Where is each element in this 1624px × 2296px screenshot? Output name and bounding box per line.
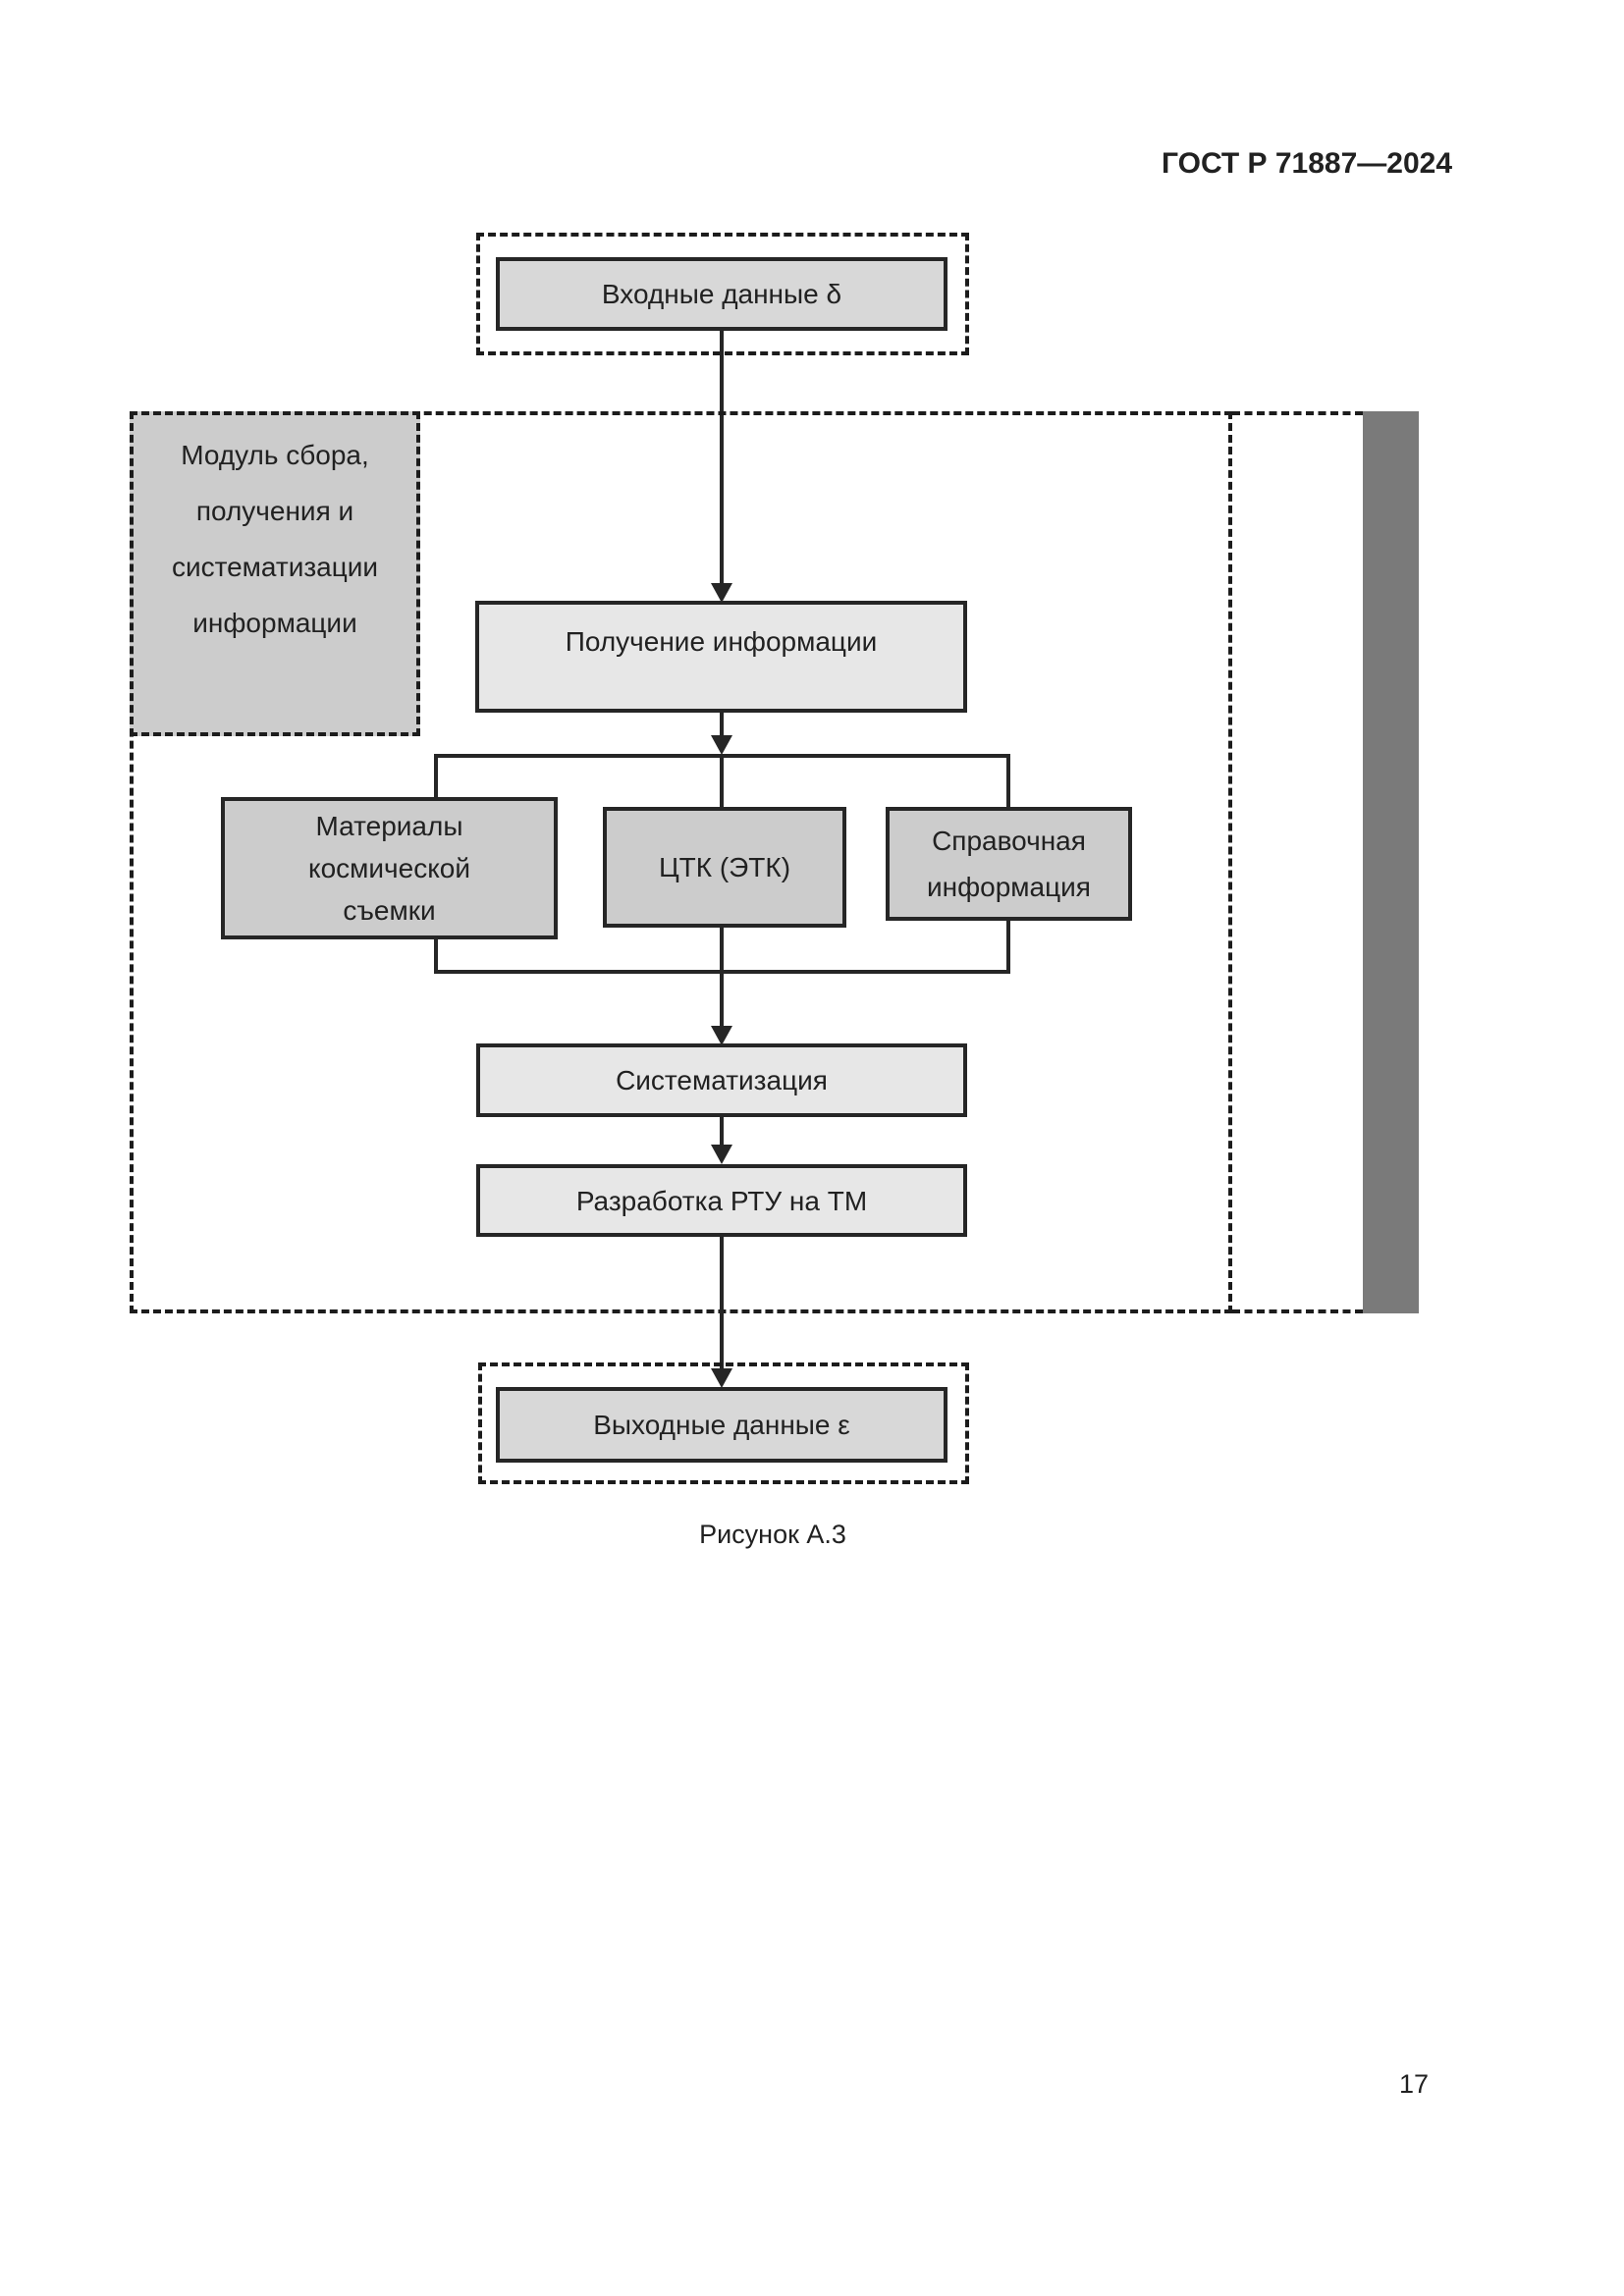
connector-stub-center-bottom: [720, 926, 724, 974]
container-bottom-extension: [1232, 1309, 1363, 1313]
connector-stub-right-top: [1006, 754, 1010, 811]
arrow-head-systematization: [711, 1026, 732, 1045]
module-label-line: Модуль сбора,: [181, 440, 369, 470]
module-dashed-container: [130, 411, 1232, 1313]
arrow-head-output: [711, 1368, 732, 1388]
source-box-line: Материалы: [315, 811, 463, 841]
module-label-line: информации: [192, 608, 357, 638]
doc-number-header: ГОСТ Р 71887—2024: [1162, 147, 1453, 180]
source-box-line: ЦТК (ЭТК): [658, 852, 791, 882]
source-box-line: съемки: [343, 895, 436, 926]
systematization-label: Систематизация: [616, 1065, 828, 1095]
systematization-box: Систематизация: [476, 1043, 967, 1117]
source-box-ctk-etk: ЦТК (ЭТК): [603, 807, 846, 928]
input-box-label: Входные данные δ: [601, 279, 842, 309]
source-box-line: информация: [927, 872, 1091, 902]
connector-stub-left-bottom: [434, 937, 438, 974]
connector-stub-right-bottom: [1006, 919, 1010, 974]
output-dashed-container: [478, 1362, 969, 1484]
right-gray-bar: [1363, 411, 1419, 1313]
module-label-line: систематизации: [171, 552, 379, 582]
container-top-extension: [1232, 411, 1363, 415]
arrow-line-development: [720, 1117, 724, 1147]
source-box-line: Справочная: [932, 826, 1086, 856]
module-label-line: получения и: [195, 496, 354, 526]
arrow-head-development: [711, 1145, 732, 1164]
output-box: Выходные данные ε: [496, 1387, 947, 1463]
output-box-label: Выходные данные ε: [593, 1410, 850, 1440]
source-box-reference-info: Справочная информация: [886, 807, 1132, 921]
arrow-line-input: [720, 331, 724, 583]
input-box: Входные данные δ: [496, 257, 947, 331]
figure-caption: Рисунок А.3: [699, 1520, 846, 1549]
page-number: 17: [1399, 2069, 1430, 2099]
module-label-box: Модуль сбора, получения и систематизации…: [130, 411, 420, 736]
receive-box: Получение информации: [475, 601, 967, 713]
development-label: Разработка РТУ на ТМ: [575, 1185, 868, 1216]
source-box-space-imagery: Материалы космической съемки: [221, 797, 558, 939]
connector-bottom-rail: [436, 970, 1010, 974]
receive-box-label: Получение информации: [565, 626, 878, 657]
arrow-head-input: [711, 583, 732, 603]
arrow-line-systematization: [720, 974, 724, 1026]
arrow-line-receive: [720, 713, 724, 736]
arrow-line-output: [720, 1237, 724, 1369]
connector-stub-left-top: [434, 754, 438, 801]
arrow-head-receive: [711, 735, 732, 755]
source-box-line: космической: [308, 853, 470, 883]
connector-stub-center-top: [720, 754, 724, 811]
development-box: Разработка РТУ на ТМ: [476, 1164, 967, 1237]
